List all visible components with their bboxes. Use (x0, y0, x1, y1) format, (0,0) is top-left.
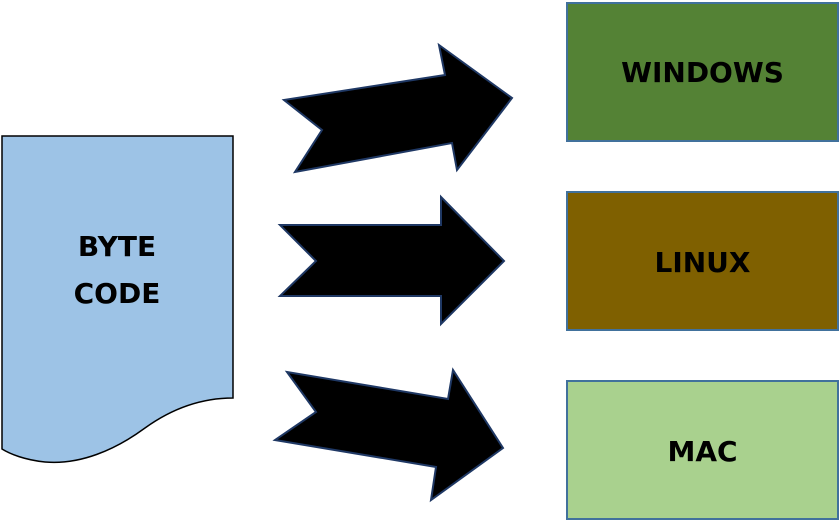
arrow-to-linux (277, 194, 506, 327)
mac-label: MAC (667, 435, 737, 468)
arrow-to-windows (281, 42, 514, 174)
linux-box (566, 191, 839, 331)
document-label-line1: BYTE (78, 230, 156, 263)
document-shape (1, 135, 234, 464)
arrows (272, 42, 514, 503)
platform-mac: MAC (566, 380, 839, 520)
platform-linux: LINUX (566, 191, 839, 331)
document-label-line2: CODE (74, 277, 161, 310)
mac-box (566, 380, 839, 520)
windows-label: WINDOWS (621, 56, 784, 89)
platform-windows: WINDOWS (566, 2, 839, 142)
bytecode-document: BYTE CODE (1, 135, 234, 464)
windows-box (566, 2, 839, 142)
linux-label: LINUX (654, 246, 750, 279)
arrow-to-mac (272, 367, 505, 503)
